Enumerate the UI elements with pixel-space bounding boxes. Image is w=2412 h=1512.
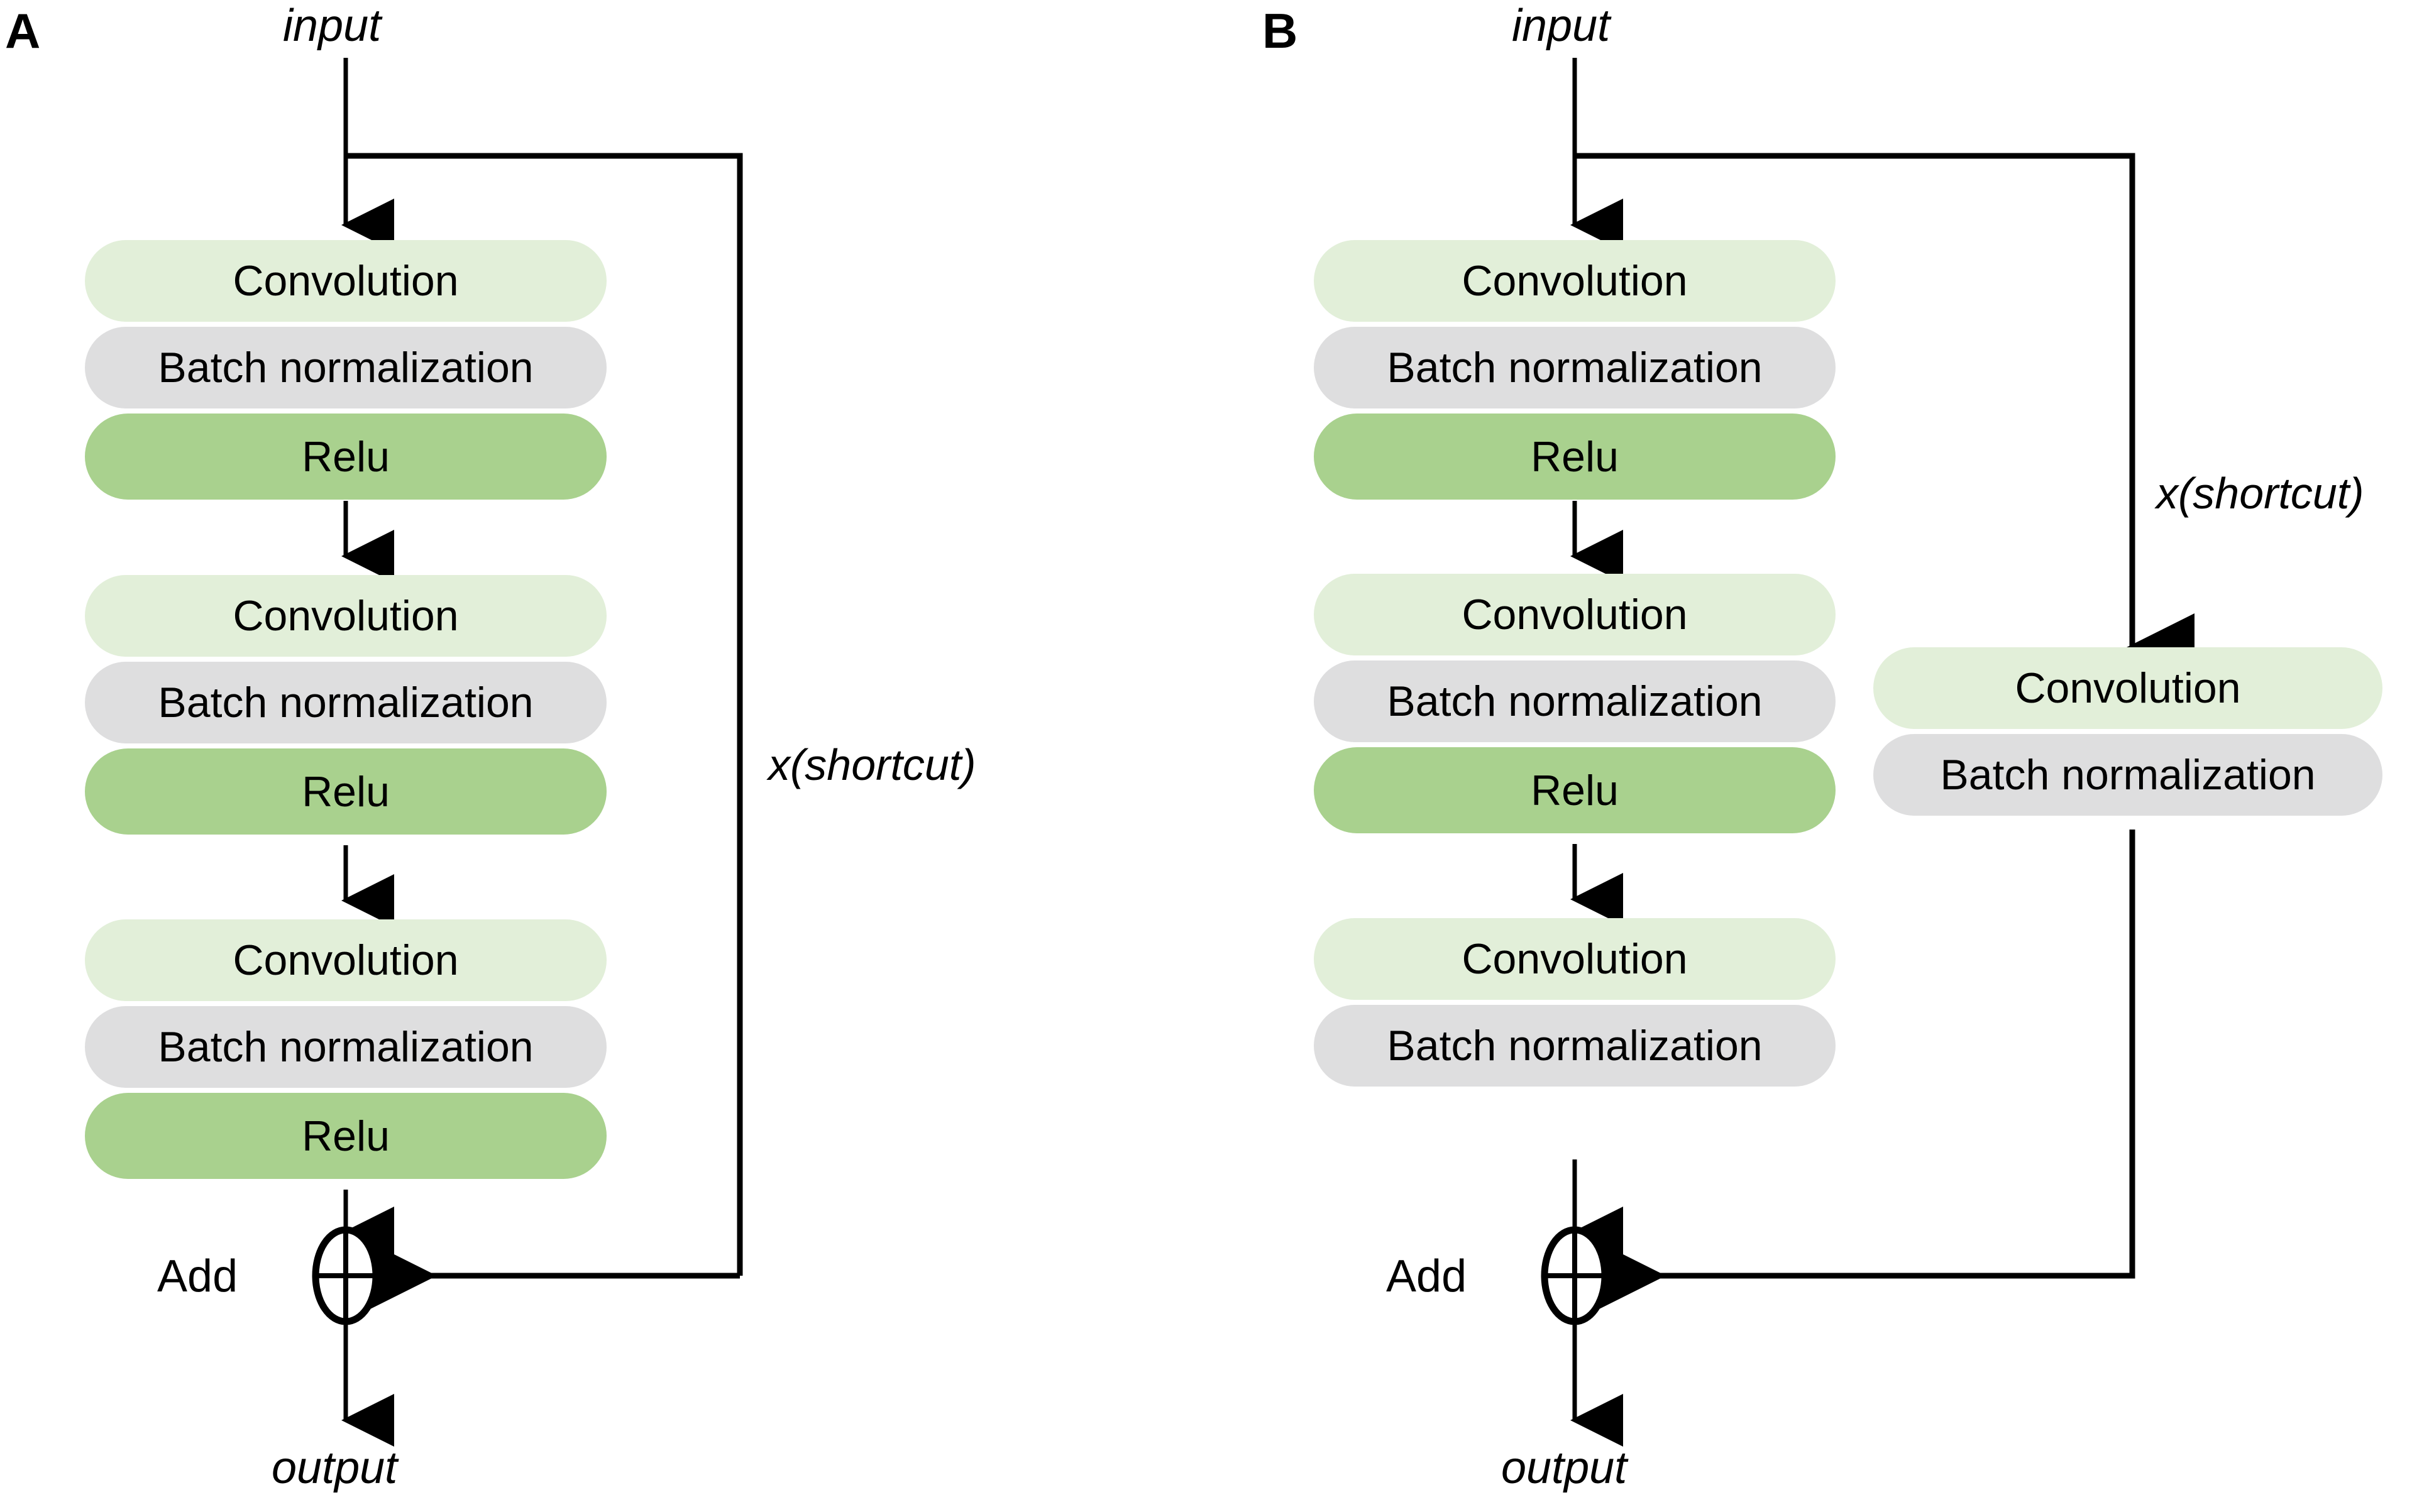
panel-a-input-label: input [283, 1, 382, 51]
panel-b-add-label: Add [1386, 1251, 1467, 1301]
panel-a-add-node [312, 1226, 380, 1325]
panel-a-g1-relu[interactable]: Relu [85, 414, 607, 500]
panel-a-g2-convolution[interactable]: Convolution [85, 575, 607, 657]
panel-a-g3-relu[interactable]: Relu [85, 1093, 607, 1179]
panel-b-g1-batch-normalization[interactable]: Batch normalization [1314, 327, 1836, 408]
panel-b-g2-batch-normalization[interactable]: Batch normalization [1314, 660, 1836, 742]
panel-a-g1-batch-normalization[interactable]: Batch normalization [85, 327, 607, 408]
panel-a-g1-convolution[interactable]: Convolution [85, 240, 607, 322]
panel-b-add-node [1541, 1226, 1609, 1325]
panel-a-g3-batch-normalization[interactable]: Batch normalization [85, 1006, 607, 1088]
panel-a-g2-relu[interactable]: Relu [85, 748, 607, 835]
panel-b-g3-convolution[interactable]: Convolution [1314, 918, 1836, 1000]
panel-b-shortcut-convolution[interactable]: Convolution [1873, 647, 2382, 729]
panel-b-g1-convolution[interactable]: Convolution [1314, 240, 1836, 322]
panel-a-g2-batch-normalization[interactable]: Batch normalization [85, 662, 607, 743]
panel-b-input-label: input [1512, 1, 1611, 51]
panel-b-g2-convolution[interactable]: Convolution [1314, 574, 1836, 655]
panel-a-output-label: output [272, 1443, 398, 1493]
panel-b-letter: B [1262, 3, 1298, 58]
panel-a-add-label: Add [157, 1251, 238, 1301]
panel-b-shortcut-label: x(shortcut) [2156, 469, 2364, 518]
panel-b-g1-relu[interactable]: Relu [1314, 414, 1836, 500]
panel-a-letter: A [5, 3, 41, 58]
panel-b-g3-batch-normalization[interactable]: Batch normalization [1314, 1005, 1836, 1087]
panel-b-shortcut-batch-normalization[interactable]: Batch normalization [1873, 734, 2382, 816]
panel-b-g2-relu[interactable]: Relu [1314, 747, 1836, 833]
panel-a-shortcut-label: x(shortcut) [768, 740, 976, 789]
panel-b-output-label: output [1501, 1443, 1627, 1493]
panel-a-g3-convolution[interactable]: Convolution [85, 919, 607, 1001]
